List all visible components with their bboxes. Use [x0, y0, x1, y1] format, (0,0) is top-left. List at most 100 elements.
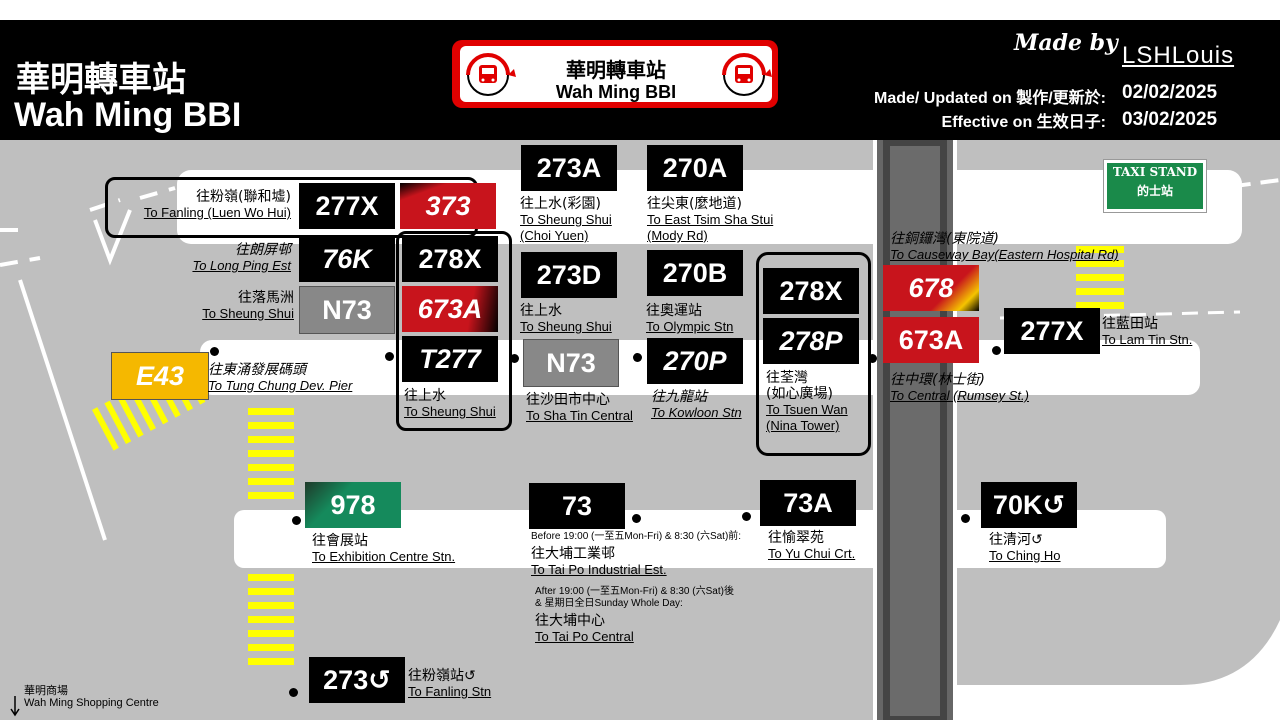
stop-dot — [210, 347, 219, 356]
route-t277[interactable]: T277 — [402, 336, 498, 382]
dest-en: To Fanling (Luen Wo Hui) — [143, 205, 291, 220]
dest-en: To Sheung Shui — [404, 404, 496, 419]
stop-dot — [742, 512, 751, 521]
time-note-after: After 19:00 (一至五Mon-Fri) & 8:30 (六Sat)後 … — [535, 586, 734, 610]
route-n73[interactable]: N73 — [523, 339, 619, 387]
dest-en: To Long Ping Est — [192, 258, 291, 273]
mall-en: Wah Ming Shopping Centre — [24, 697, 159, 709]
dest-en: (Nina Tower) — [766, 418, 840, 433]
dest-cn: 往粉嶺站↺ — [408, 668, 476, 684]
dest-cn: 往上水 — [520, 303, 562, 319]
dest-cn: 往上水(彩園) — [520, 196, 601, 212]
stop-dot — [961, 514, 970, 523]
dest-cn: 往沙田市中心 — [526, 392, 610, 408]
banner-title-en: Wah Ming BBI — [555, 82, 677, 102]
updated-label: Made/ Updated on 製作/更新於: — [873, 90, 1106, 107]
stop-dot — [385, 352, 394, 361]
effective-label: Effective on 生效日子: — [941, 114, 1106, 131]
dest-en: To Central (Rumsey St.) — [890, 388, 1029, 403]
stop-dot — [633, 353, 642, 362]
dest-en: To Tung Chung Dev. Pier — [208, 378, 353, 393]
route-270a[interactable]: 270A — [647, 145, 743, 191]
route-e43[interactable]: E43 — [111, 352, 209, 400]
dest-central: 往中環(林士街) To Central (Rumsey St.) — [890, 372, 1029, 404]
dest-tst-east: 往尖東(麼地道) To East Tsim Sha Stui (Mody Rd) — [647, 196, 773, 244]
dest-en: (Mody Rd) — [647, 228, 708, 243]
dest-long-ping: 往朗屏邨 To Long Ping Est — [150, 242, 291, 274]
route-278p[interactable]: 278P — [763, 318, 859, 364]
stop-dot — [510, 354, 519, 363]
route-278x[interactable]: 278X — [402, 236, 498, 282]
route-273d[interactable]: 273D — [521, 252, 617, 298]
dest-cn: 往粉嶺(聯和墟) — [196, 189, 291, 205]
dest-cn: 往上水 — [404, 388, 446, 404]
dest-lam-tin: 往藍田站 To Lam Tin Stn. — [1102, 316, 1192, 348]
route-273[interactable]: 273↺ — [309, 657, 405, 703]
route-n73[interactable]: N73 — [299, 286, 395, 334]
dest-en: To Lam Tin Stn. — [1102, 332, 1193, 347]
time-note-before: Before 19:00 (一至五Mon-Fri) & 8:30 (六Sat)前… — [531, 531, 742, 542]
dest-cn: (如心廣場) — [766, 386, 833, 402]
route-270p[interactable]: 270P — [647, 338, 743, 384]
route-270b[interactable]: 270B — [647, 250, 743, 296]
dest-causeway-bay: 往銅鑼灣(東院道) To Causeway Bay(Eastern Hospit… — [890, 231, 1119, 263]
dest-en: To Sheung Shui — [520, 212, 612, 227]
route-673a[interactable]: 673A — [883, 317, 979, 363]
made-by-label: Made by — [1014, 30, 1118, 56]
dest-kowloon: 往九龍站 To Kowloon Stn — [651, 389, 742, 421]
dest-en: To Yu Chui Crt. — [768, 546, 856, 561]
dest-en: To Tsuen Wan — [766, 402, 848, 417]
bus-interchange-icon — [722, 53, 772, 96]
route-278x[interactable]: 278X — [763, 268, 859, 314]
arrow-down-icon — [10, 696, 20, 717]
route-76k[interactable]: 76K — [299, 236, 395, 282]
time-note-line: & 星期日全日Sunday Whole Day: — [535, 598, 683, 609]
dest-en: To Causeway Bay(Eastern Hospital Rd) — [890, 247, 1119, 262]
stop-dot — [289, 688, 298, 697]
dest-sheung-shui-273d: 往上水 To Sheung Shui — [520, 303, 612, 335]
route-277x[interactable]: 277X — [1004, 308, 1100, 354]
taxi-stand-cn: 的士站 — [1136, 184, 1173, 198]
dest-olympic: 往奧運站 To Olympic Stn — [646, 303, 733, 335]
dest-fanling-lwh: 往粉嶺(聯和墟) To Fanling (Luen Wo Hui) — [128, 189, 291, 221]
dest-cn: 往藍田站 — [1102, 316, 1158, 332]
dest-cn: 往大埔工業邨 — [531, 546, 615, 562]
route-373[interactable]: 373 — [400, 183, 496, 229]
stop-dot — [868, 354, 877, 363]
route-678[interactable]: 678 — [883, 265, 979, 311]
dest-tai-po-industrial: 往大埔工業邨 To Tai Po Industrial Est. — [531, 546, 667, 578]
time-note-line: After 19:00 (一至五Mon-Fri) & 8:30 (六Sat)後 — [535, 586, 734, 597]
dest-en: To Sheung Shui — [520, 319, 612, 334]
stop-dot — [292, 516, 301, 525]
banner-title-cn: 華明轉車站 — [566, 58, 666, 82]
mall-cn: 華明商場 — [24, 684, 68, 697]
dest-sha-tin: 往沙田市中心 To Sha Tin Central — [526, 392, 633, 424]
route-73a[interactable]: 73A — [760, 480, 856, 526]
route-273a[interactable]: 273A — [521, 145, 617, 191]
dest-cn: 往尖東(麼地道) — [647, 196, 742, 212]
stop-dot — [632, 514, 641, 523]
shopping-centre-label: 華明商場 Wah Ming Shopping Centre — [24, 684, 159, 710]
route-277x[interactable]: 277X — [299, 183, 395, 229]
dest-en: To Sheung Shui — [202, 306, 294, 321]
dest-cn: 往東涌發展碼頭 — [208, 362, 306, 378]
route-673a[interactable]: 673A — [402, 286, 498, 332]
dest-cn: 往落馬洲 — [238, 290, 294, 306]
dest-cn: 往中環(林士街) — [890, 372, 985, 388]
route-978[interactable]: 978 — [305, 482, 401, 528]
dest-ching-ho: 往清河↺ To Ching Ho — [989, 532, 1061, 564]
dest-cn: 往大埔中心 — [535, 613, 605, 629]
dest-en: To Ching Ho — [989, 548, 1061, 563]
station-title-cn: 華明轉車站 — [16, 60, 186, 100]
dest-en: To Tai Po Central — [535, 629, 634, 644]
dest-tung-chung: 往東涌發展碼頭 To Tung Chung Dev. Pier — [208, 362, 352, 394]
dest-cn: 往愉翠苑 — [768, 530, 824, 546]
route-70k[interactable]: 70K↺ — [981, 482, 1077, 528]
dest-choi-yuen: 往上水(彩園) To Sheung Shui (Choi Yuen) — [520, 196, 612, 244]
stop-dot — [992, 346, 1001, 355]
dest-en: To Exhibition Centre Stn. — [312, 549, 456, 564]
dest-yu-chui: 往愉翠苑 To Yu Chui Crt. — [768, 530, 855, 562]
effective-date: 03/02/2025 — [1122, 109, 1218, 130]
dest-en: To East Tsim Sha Stui — [647, 212, 774, 227]
route-73[interactable]: 73 — [529, 483, 625, 529]
